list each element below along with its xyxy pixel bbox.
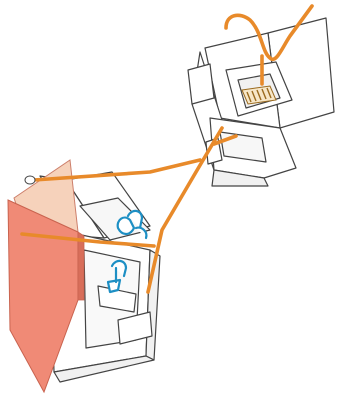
upper-unit-ledge (188, 64, 214, 104)
fixture-lower-b (108, 280, 120, 292)
door-panel-edge (78, 232, 84, 300)
pipe-end-cap (25, 176, 35, 184)
